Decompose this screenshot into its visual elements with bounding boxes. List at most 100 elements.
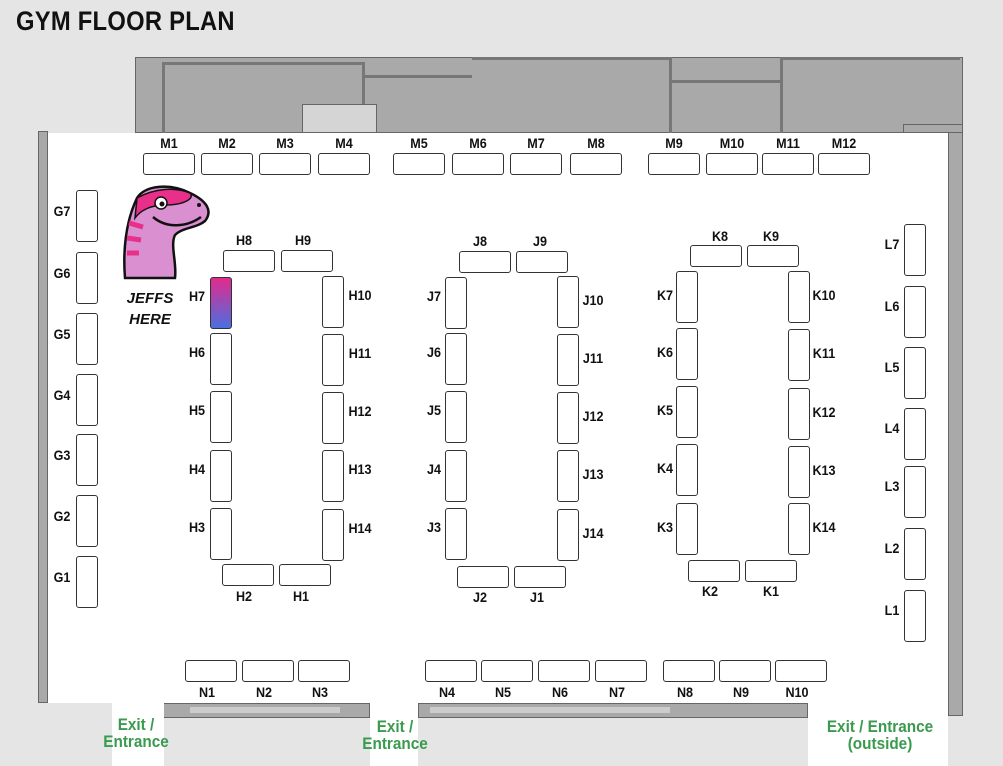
- table-j9[interactable]: [516, 251, 568, 273]
- wall-line: [162, 62, 362, 65]
- table-h9[interactable]: [281, 250, 333, 272]
- table-h13[interactable]: [322, 450, 344, 502]
- table-k5[interactable]: [676, 386, 698, 438]
- table-j13[interactable]: [557, 450, 579, 502]
- table-k2[interactable]: [688, 560, 740, 582]
- table-m8[interactable]: [570, 153, 622, 175]
- table-n2[interactable]: [242, 660, 294, 682]
- table-label-j12: J12: [582, 408, 604, 424]
- table-h10[interactable]: [322, 276, 344, 328]
- table-label-k12: K12: [812, 404, 836, 420]
- table-m11[interactable]: [762, 153, 814, 175]
- wall-stair-box: [302, 104, 377, 133]
- table-label-k10: K10: [812, 287, 836, 303]
- table-m10[interactable]: [706, 153, 758, 175]
- wall-top-right-corner: [903, 124, 963, 133]
- table-j14[interactable]: [557, 509, 579, 561]
- table-j4[interactable]: [445, 450, 467, 502]
- table-l1[interactable]: [904, 590, 926, 642]
- table-k6[interactable]: [676, 328, 698, 380]
- table-m5[interactable]: [393, 153, 445, 175]
- table-j3[interactable]: [445, 508, 467, 560]
- table-k7[interactable]: [676, 271, 698, 323]
- table-k9[interactable]: [747, 245, 799, 267]
- table-l3[interactable]: [904, 466, 926, 518]
- table-m7[interactable]: [510, 153, 562, 175]
- table-h11[interactable]: [322, 334, 344, 386]
- table-n8[interactable]: [663, 660, 715, 682]
- table-label-n5: N5: [494, 684, 512, 700]
- table-h8[interactable]: [223, 250, 275, 272]
- table-label-m1: M1: [160, 135, 178, 151]
- table-k8[interactable]: [690, 245, 742, 267]
- table-k13[interactable]: [788, 446, 810, 498]
- table-label-k8: K8: [711, 228, 729, 244]
- table-m2[interactable]: [201, 153, 253, 175]
- table-k4[interactable]: [676, 444, 698, 496]
- table-n7[interactable]: [595, 660, 647, 682]
- table-h1[interactable]: [279, 564, 331, 586]
- table-m6[interactable]: [452, 153, 504, 175]
- table-j1[interactable]: [514, 566, 566, 588]
- table-h2[interactable]: [222, 564, 274, 586]
- table-j7[interactable]: [445, 277, 467, 329]
- table-h5[interactable]: [210, 391, 232, 443]
- table-h4[interactable]: [210, 450, 232, 502]
- wall-line: [672, 80, 780, 83]
- table-g5[interactable]: [76, 313, 98, 365]
- table-j8[interactable]: [459, 251, 511, 273]
- table-l6[interactable]: [904, 286, 926, 338]
- table-l7[interactable]: [904, 224, 926, 276]
- table-k3[interactable]: [676, 503, 698, 555]
- table-k1[interactable]: [745, 560, 797, 582]
- table-n4[interactable]: [425, 660, 477, 682]
- table-h3[interactable]: [210, 508, 232, 560]
- table-h7[interactable]: [210, 277, 232, 329]
- table-j2[interactable]: [457, 566, 509, 588]
- table-n10[interactable]: [775, 660, 827, 682]
- table-l4[interactable]: [904, 408, 926, 460]
- table-label-h7: H7: [188, 288, 206, 304]
- table-label-j4: J4: [426, 461, 442, 477]
- table-label-h14: H14: [348, 520, 372, 536]
- table-m4[interactable]: [318, 153, 370, 175]
- table-n3[interactable]: [298, 660, 350, 682]
- exit-line1: Exit /: [117, 715, 155, 734]
- table-g1[interactable]: [76, 556, 98, 608]
- table-n6[interactable]: [538, 660, 590, 682]
- table-label-g3: G3: [53, 447, 71, 463]
- table-g2[interactable]: [76, 495, 98, 547]
- table-j5[interactable]: [445, 391, 467, 443]
- table-n5[interactable]: [481, 660, 533, 682]
- wall-line: [780, 57, 960, 60]
- table-n1[interactable]: [185, 660, 237, 682]
- table-label-h2: H2: [235, 588, 253, 604]
- table-j6[interactable]: [445, 333, 467, 385]
- table-n9[interactable]: [719, 660, 771, 682]
- table-h14[interactable]: [322, 509, 344, 561]
- table-j10[interactable]: [557, 276, 579, 328]
- table-l5[interactable]: [904, 347, 926, 399]
- table-label-m8: M8: [587, 135, 605, 151]
- table-h12[interactable]: [322, 392, 344, 444]
- table-k14[interactable]: [788, 503, 810, 555]
- wall-left: [38, 131, 48, 703]
- table-g6[interactable]: [76, 252, 98, 304]
- table-label-m10: M10: [719, 135, 745, 151]
- table-k10[interactable]: [788, 271, 810, 323]
- table-k11[interactable]: [788, 329, 810, 381]
- table-l2[interactable]: [904, 528, 926, 580]
- table-j12[interactable]: [557, 392, 579, 444]
- table-label-g2: G2: [53, 508, 71, 524]
- table-m1[interactable]: [143, 153, 195, 175]
- table-label-h9: H9: [294, 232, 312, 248]
- table-g4[interactable]: [76, 374, 98, 426]
- table-g3[interactable]: [76, 434, 98, 486]
- table-j11[interactable]: [557, 334, 579, 386]
- table-k12[interactable]: [788, 388, 810, 440]
- table-g7[interactable]: [76, 190, 98, 242]
- table-m3[interactable]: [259, 153, 311, 175]
- table-m9[interactable]: [648, 153, 700, 175]
- table-m12[interactable]: [818, 153, 870, 175]
- table-h6[interactable]: [210, 333, 232, 385]
